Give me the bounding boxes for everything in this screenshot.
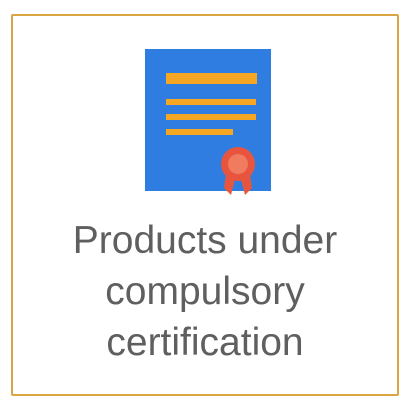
tile-label: Products under compulsory certification — [72, 219, 338, 364]
certificate-icon — [145, 49, 279, 211]
compulsory-certification-tile[interactable]: Products under compulsory certification — [11, 14, 399, 396]
